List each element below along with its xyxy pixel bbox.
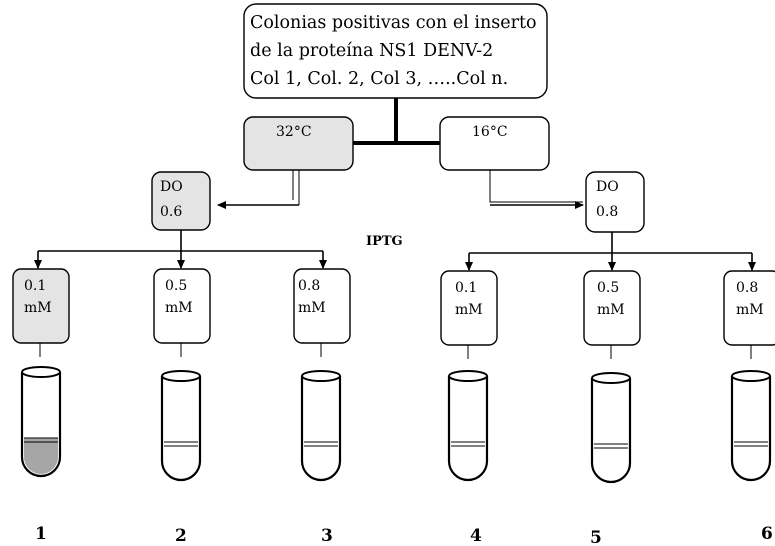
concentration-box-2: 0.5 mM bbox=[153, 268, 211, 344]
concentration-box-5: 0.5 mM bbox=[583, 270, 641, 346]
header-box: Colonias positivas con el inserto de la … bbox=[243, 3, 548, 99]
tube-body bbox=[730, 376, 772, 482]
header-connector bbox=[353, 98, 440, 145]
temperature-box-16: 16°C bbox=[439, 116, 550, 171]
tube-rim bbox=[161, 370, 201, 382]
concentration-value: 0.8 bbox=[736, 280, 758, 296]
test-tubes: 1 2 3 4 5 6 bbox=[20, 366, 773, 546]
test-tube-5: 5 bbox=[590, 372, 632, 546]
temp-to-do-connectors bbox=[217, 170, 584, 209]
concentration-box-6: 0.8 mM bbox=[723, 270, 775, 346]
tube-number: 1 bbox=[35, 524, 47, 544]
tube-number: 2 bbox=[175, 526, 187, 546]
concentration-value: 0.1 bbox=[455, 280, 477, 296]
temperature-label: 32°C bbox=[276, 124, 312, 140]
tube-rim bbox=[731, 370, 771, 382]
test-tube-2: 2 bbox=[160, 370, 202, 546]
header-line-1: Colonias positivas con el inserto bbox=[250, 13, 537, 33]
do-box-right: DO 0.8 bbox=[585, 171, 645, 233]
tube-number: 3 bbox=[321, 526, 333, 546]
tube-rim bbox=[448, 370, 488, 382]
concentration-unit: mM bbox=[165, 300, 193, 316]
temperature-box-32: 32°C bbox=[243, 116, 354, 171]
test-tube-1: 1 bbox=[20, 366, 62, 544]
right-branch-connectors bbox=[465, 232, 756, 271]
do-box-left: DO 0.6 bbox=[151, 171, 211, 231]
test-tube-6: 6 bbox=[730, 370, 773, 544]
concentration-box-4: 0.1 mM bbox=[440, 270, 498, 346]
box-to-tube-stems bbox=[39, 343, 752, 359]
pellet bbox=[24, 438, 58, 474]
concentration-value: 0.8 bbox=[298, 278, 320, 294]
concentration-unit: mM bbox=[298, 300, 326, 316]
tube-number: 5 bbox=[590, 528, 602, 546]
tube-body bbox=[160, 376, 202, 482]
tube-rim bbox=[591, 372, 631, 384]
temperature-label: 16°C bbox=[472, 124, 508, 140]
test-tube-3: 3 bbox=[300, 370, 342, 546]
concentration-value: 0.1 bbox=[24, 278, 46, 294]
do-label: DO bbox=[160, 179, 183, 195]
header-line-2: de la proteína NS1 DENV-2 bbox=[250, 41, 493, 61]
tube-number: 4 bbox=[470, 526, 482, 546]
do-label: DO bbox=[596, 179, 619, 195]
do-value: 0.6 bbox=[160, 204, 182, 220]
concentration-unit: mM bbox=[597, 302, 625, 318]
header-line-3: Col 1, Col. 2, Col 3, …..Col n. bbox=[250, 69, 508, 89]
tube-rim bbox=[301, 370, 341, 382]
concentration-box-3: 0.8 mM bbox=[293, 268, 351, 344]
tube-body bbox=[300, 376, 342, 482]
concentration-value: 0.5 bbox=[597, 280, 619, 296]
concentration-unit: mM bbox=[736, 302, 764, 318]
left-branch-connectors bbox=[34, 230, 327, 269]
test-tube-4: 4 bbox=[447, 370, 489, 546]
tube-body bbox=[590, 378, 632, 484]
tube-number: 6 bbox=[761, 524, 773, 544]
concentration-value: 0.5 bbox=[165, 278, 187, 294]
concentration-box-1: 0.1 mM bbox=[12, 268, 70, 344]
inducer-label: IPTG bbox=[366, 234, 403, 249]
tube-body bbox=[447, 376, 489, 482]
concentration-unit: mM bbox=[455, 302, 483, 318]
concentration-unit: mM bbox=[24, 300, 52, 316]
tube-rim bbox=[21, 366, 61, 378]
do-value: 0.8 bbox=[596, 204, 618, 220]
